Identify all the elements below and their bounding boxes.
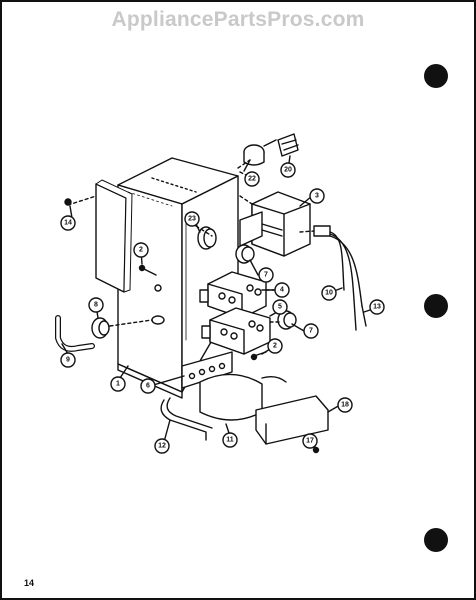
callout-label-11: 11 <box>226 437 234 444</box>
transformer <box>239 191 311 257</box>
callout-label-6: 6 <box>146 383 150 390</box>
callout-label-17: 17 <box>306 438 314 445</box>
callout-7b <box>303 323 319 339</box>
callout-label-4: 4 <box>280 287 284 294</box>
callout-3 <box>309 188 325 204</box>
knob-7b <box>269 310 297 330</box>
callout-label-9: 9 <box>66 357 70 364</box>
callout-label-2a: 2 <box>139 247 143 254</box>
screw-2a <box>138 264 157 276</box>
punch-hole-middle <box>424 294 448 318</box>
connector-part-20 <box>277 133 299 157</box>
indicator-part-22 <box>243 139 277 166</box>
callout-12 <box>154 438 170 454</box>
callout-label-22: 22 <box>248 176 256 183</box>
callout-2b <box>267 338 283 354</box>
callout-20 <box>280 162 296 178</box>
callout-7a <box>258 267 274 283</box>
callout-9 <box>60 352 76 368</box>
callout-label-7b: 7 <box>309 328 313 335</box>
knob-23 <box>195 225 217 250</box>
callout-10 <box>321 285 337 301</box>
callout-17 <box>302 433 318 449</box>
callout-2a <box>133 242 149 258</box>
callout-1 <box>110 376 126 392</box>
callout-label-8: 8 <box>94 302 98 309</box>
page-number: 14 <box>24 578 35 588</box>
cover-plate <box>64 179 133 293</box>
callout-5 <box>272 299 288 315</box>
callout-6 <box>140 378 156 394</box>
knob-7a <box>235 244 255 264</box>
callout-label-12: 12 <box>158 443 166 450</box>
callout-14 <box>60 215 76 231</box>
punch-hole-top <box>424 64 448 88</box>
callout-label-5: 5 <box>278 304 282 311</box>
callout-label-20: 20 <box>284 167 292 174</box>
callout-label-10: 10 <box>325 290 333 297</box>
grommet-8 <box>91 317 153 339</box>
callout-label-13: 13 <box>373 304 381 311</box>
watermark: AppliancePartsPros.com <box>111 8 365 31</box>
panel-18 <box>255 395 329 445</box>
callout-13 <box>369 299 385 315</box>
callout-22 <box>244 171 260 187</box>
callout-8 <box>88 297 104 313</box>
callout-label-7a: 7 <box>264 272 268 279</box>
elbow-9 <box>55 315 95 352</box>
callout-label-23: 23 <box>188 216 196 223</box>
callout-label-3: 3 <box>315 193 319 200</box>
callout-label-1: 1 <box>116 381 120 388</box>
callout-label-2b: 2 <box>273 343 277 350</box>
callout-18 <box>337 397 353 413</box>
switch-5 <box>201 307 271 355</box>
callout-label-18: 18 <box>341 402 349 409</box>
callout-label-14: 14 <box>64 220 72 227</box>
wire-harness-10 <box>299 225 367 331</box>
punch-hole-bottom <box>424 528 448 552</box>
callout-23 <box>184 211 200 227</box>
callout-4 <box>274 282 290 298</box>
terminal-block-6 <box>181 351 233 389</box>
callout-11 <box>222 432 238 448</box>
